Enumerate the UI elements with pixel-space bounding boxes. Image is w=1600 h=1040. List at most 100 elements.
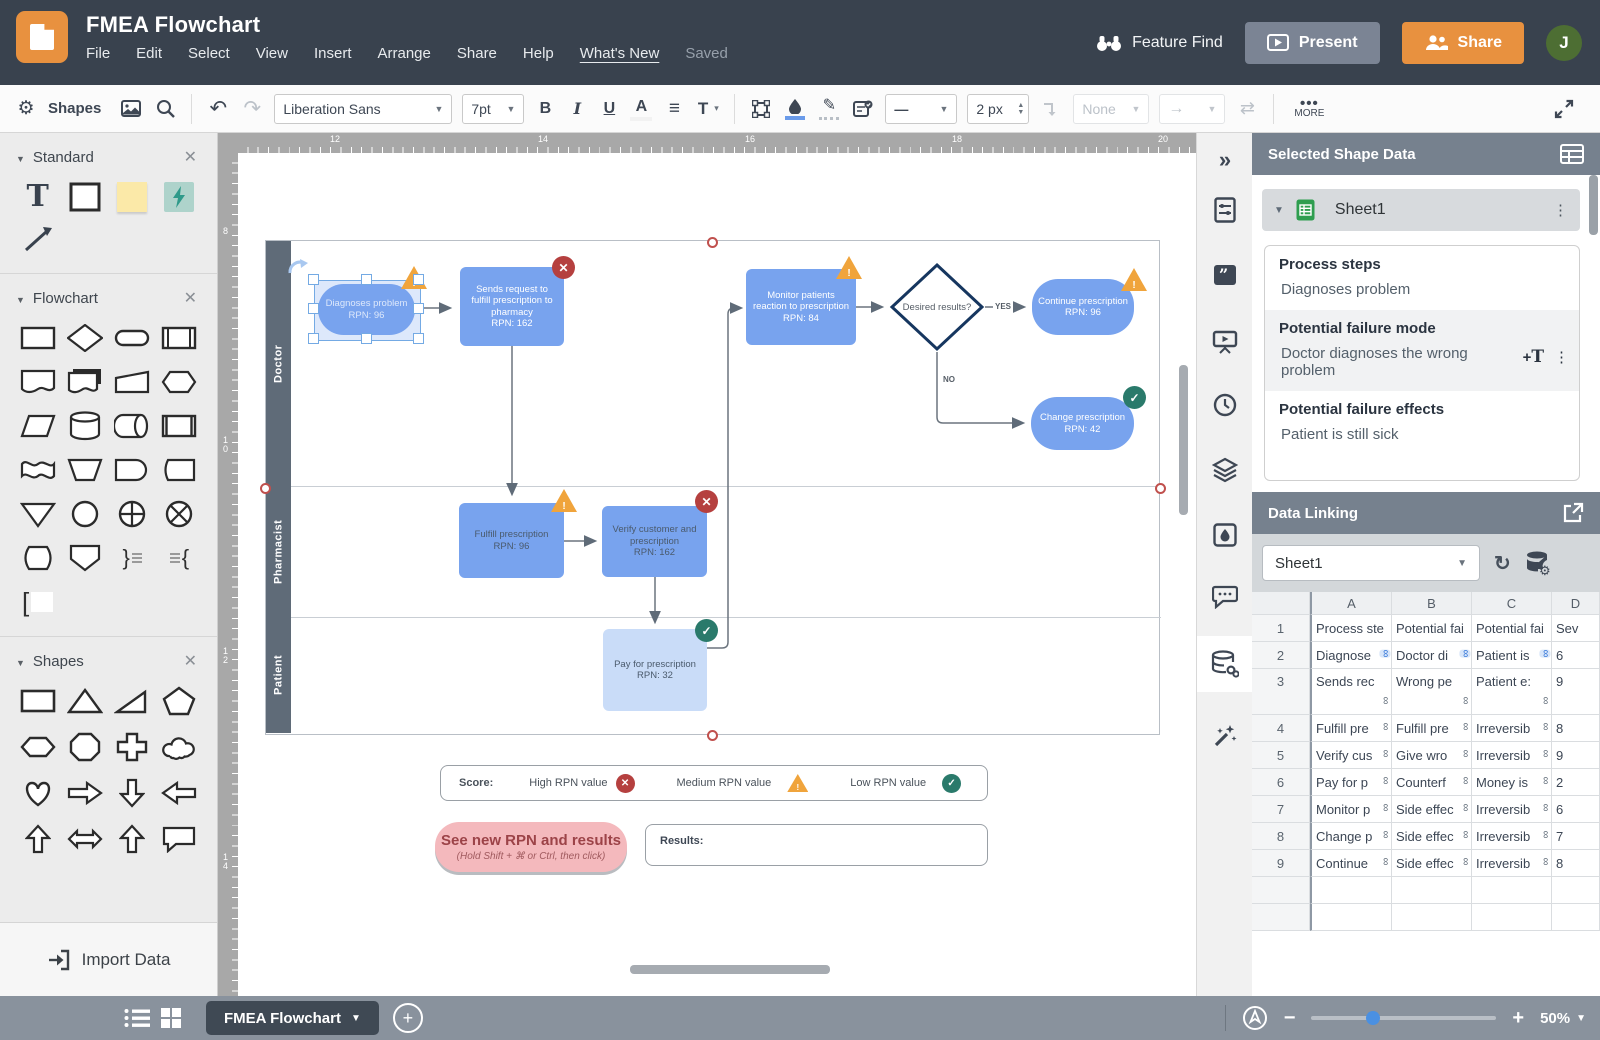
swimlane-container[interactable]: Doctor Pharmacist Patient — [265, 240, 1161, 735]
column-header[interactable]: D — [1552, 592, 1600, 615]
theme-icon[interactable] — [1197, 513, 1253, 557]
cell[interactable]: Process ste — [1310, 615, 1392, 642]
shape-text[interactable]: T — [26, 179, 49, 214]
shape-arrow-right[interactable] — [65, 777, 105, 809]
more-tools-button[interactable]: •••MORE — [1294, 94, 1325, 119]
shape-arrow-up[interactable] — [18, 823, 58, 855]
line-style-select[interactable]: —▼ — [885, 93, 958, 124]
column-header[interactable]: B — [1392, 592, 1472, 615]
selection-handle[interactable] — [308, 274, 319, 285]
add-text-field-icon[interactable]: +T — [1522, 347, 1544, 367]
data-source-settings-icon[interactable]: ⚙ — [1525, 550, 1553, 576]
cell[interactable]: Doctor di∞ — [1392, 642, 1472, 669]
feature-find-button[interactable]: Feature Find — [1096, 34, 1223, 52]
expand-caret-icon[interactable]: ▼ — [1274, 204, 1284, 216]
cell[interactable]: Pay for p∞ — [1310, 769, 1392, 796]
document-settings-icon[interactable] — [1197, 188, 1253, 232]
share-button[interactable]: Share — [1401, 21, 1524, 64]
shape-merge[interactable] — [18, 498, 58, 530]
cell[interactable]: Fulfill pre∞ — [1310, 715, 1392, 742]
shape-internal-storage[interactable] — [159, 410, 199, 442]
node-sends-request[interactable]: Sends request to fulfill prescription to… — [460, 267, 564, 346]
shape-decision[interactable] — [65, 322, 105, 354]
cell[interactable]: 2 — [1552, 769, 1600, 796]
sheet-select[interactable]: Sheet1 ▼ — [1262, 545, 1480, 581]
cell[interactable]: Sev — [1552, 615, 1600, 642]
cell[interactable]: 8 — [1552, 850, 1600, 877]
presentation-icon[interactable] — [1197, 319, 1253, 363]
cell[interactable]: Patient is∞ — [1472, 642, 1552, 669]
selection-handle[interactable] — [308, 303, 319, 314]
selection-handle[interactable] — [361, 274, 372, 285]
fill-color-button[interactable] — [783, 94, 807, 124]
connection-point[interactable] — [707, 237, 718, 248]
refresh-icon[interactable]: ↻ — [1494, 552, 1511, 575]
cell[interactable]: Side effec∞ — [1392, 823, 1472, 850]
cell[interactable]: Irreversib∞ — [1472, 742, 1552, 769]
cell[interactable]: 9 — [1552, 669, 1600, 715]
page-tab[interactable]: FMEA Flowchart ▼ — [206, 1001, 379, 1035]
shape-database[interactable] — [65, 410, 105, 442]
flowchart-section-label[interactable]: Flowchart — [32, 289, 98, 307]
cell[interactable]: Side effec∞ — [1392, 850, 1472, 877]
results-box[interactable]: Results: — [645, 824, 988, 866]
rotate-handle-icon[interactable] — [286, 257, 310, 277]
shape-multiple-documents[interactable] — [65, 366, 105, 398]
shape-preparation[interactable] — [159, 366, 199, 398]
cell[interactable]: 7 — [1552, 823, 1600, 850]
cell[interactable]: Potential fai — [1392, 615, 1472, 642]
shape-annotation-right[interactable]: } — [112, 542, 152, 574]
fullscreen-button[interactable] — [1552, 94, 1576, 124]
cell[interactable]: Give wro∞ — [1392, 742, 1472, 769]
tab-caret-icon[interactable]: ▼ — [350, 1012, 361, 1024]
shape-pentagon[interactable] — [159, 685, 199, 717]
present-button[interactable]: Present — [1244, 21, 1380, 64]
shape-arrow-up-2[interactable] — [112, 823, 152, 855]
shape-heart[interactable] — [18, 777, 58, 809]
magic-wand-icon[interactable] — [1197, 713, 1253, 757]
shape-manual-input[interactable] — [112, 366, 152, 398]
shape-annotation-left[interactable]: { — [159, 542, 199, 574]
bold-button[interactable]: B — [539, 99, 552, 117]
shapes-section-label[interactable]: Shapes — [32, 652, 84, 670]
menu-whats-new[interactable]: What's New — [579, 45, 660, 62]
cell[interactable]: Irreversib∞ — [1472, 796, 1552, 823]
shape-off-page-connector[interactable] — [65, 542, 105, 574]
cell[interactable]: Counterf∞ — [1392, 769, 1472, 796]
text-options-button[interactable]: T▾ — [697, 98, 719, 118]
canvas[interactable]: Doctor Pharmacist Patient YES NO — [238, 153, 1196, 996]
connection-point[interactable] — [260, 483, 271, 494]
shape-direct-access-storage[interactable] — [112, 410, 152, 442]
avatar[interactable]: J — [1546, 24, 1582, 61]
shape-connector[interactable] — [65, 498, 105, 530]
shape-rectangle[interactable] — [18, 685, 58, 717]
dataset-row[interactable]: ▼ Sheet1 ⋮ — [1262, 189, 1580, 231]
canvas-horizontal-scrollbar[interactable] — [630, 965, 830, 974]
shape-cross[interactable] — [112, 731, 152, 763]
shape-terminator[interactable] — [112, 322, 152, 354]
standard-section-label[interactable]: Standard — [32, 148, 94, 166]
cell[interactable]: Sends rec∞ — [1310, 669, 1392, 715]
page-grid-icon[interactable] — [154, 1001, 188, 1035]
shape-data[interactable] — [18, 410, 58, 442]
search-icon[interactable] — [153, 94, 177, 124]
shape-card[interactable] — [159, 454, 199, 486]
field-menu-icon[interactable]: ⋮ — [1554, 348, 1569, 366]
menu-arrange[interactable]: Arrange — [377, 45, 431, 62]
zoom-level[interactable]: 50%▼ — [1540, 1009, 1586, 1027]
connection-point[interactable] — [707, 730, 718, 741]
cell[interactable]: Irreversib∞ — [1472, 823, 1552, 850]
insert-image-icon[interactable] — [119, 94, 143, 124]
shape-delay[interactable] — [112, 454, 152, 486]
menu-file[interactable]: File — [86, 45, 111, 62]
panel-scrollbar[interactable] — [1589, 175, 1598, 235]
import-data-button[interactable]: Import Data — [0, 922, 217, 996]
text-align-button[interactable]: ≡ — [668, 97, 680, 119]
score-legend[interactable]: Score: High RPN value ✕ Medium RPN value… — [440, 765, 988, 801]
font-color-button[interactable]: A — [630, 97, 653, 121]
connection-point[interactable] — [1155, 483, 1166, 494]
font-family-select[interactable]: Liberation Sans▼ — [274, 93, 453, 124]
zoom-in-button[interactable]: + — [1512, 1006, 1525, 1029]
